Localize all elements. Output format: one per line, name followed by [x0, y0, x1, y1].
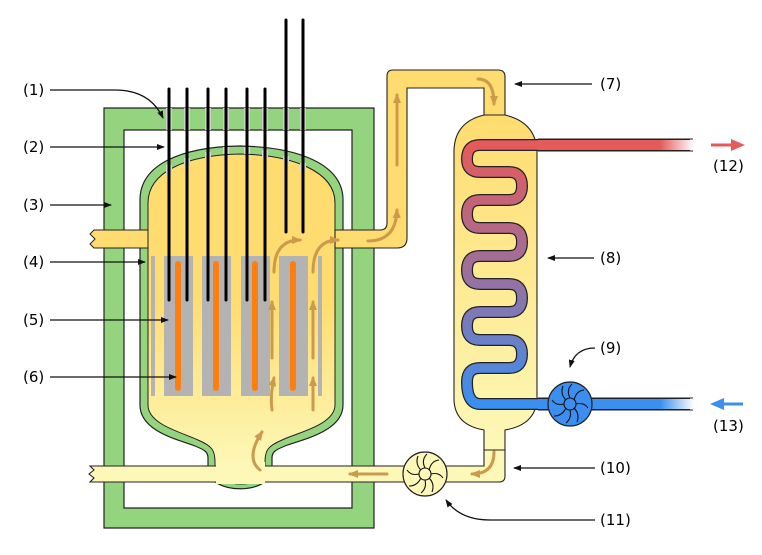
coolant-flow-arrows: [251, 77, 498, 478]
label-10: (10): [600, 459, 631, 477]
label-8: (8): [600, 249, 621, 267]
label-7: (7): [600, 75, 621, 93]
label-4: (4): [23, 253, 44, 271]
label-2: (2): [23, 138, 44, 156]
label-5: (5): [23, 311, 44, 329]
control-rods: [167, 18, 305, 302]
label-12: (12): [713, 157, 744, 175]
reactor-coolant-pump: [402, 451, 448, 497]
left-hot-pipe-stub: [89, 229, 149, 249]
core-barrel: [151, 256, 155, 396]
leader-lines: [50, 81, 596, 521]
label-11: (11): [600, 511, 631, 529]
feedwater-inlet-pipe: [538, 399, 694, 409]
steam-outlet-pipe: [538, 140, 694, 150]
label-9: (9): [600, 339, 621, 357]
feedwater-pump: [547, 381, 593, 427]
label-1: (1): [23, 81, 44, 99]
label-13: (13): [713, 417, 744, 435]
label-3: (3): [23, 196, 44, 214]
label-6: (6): [23, 368, 44, 386]
hot-leg-pipe: [334, 69, 506, 249]
steam-generator-coil: [461, 138, 694, 411]
